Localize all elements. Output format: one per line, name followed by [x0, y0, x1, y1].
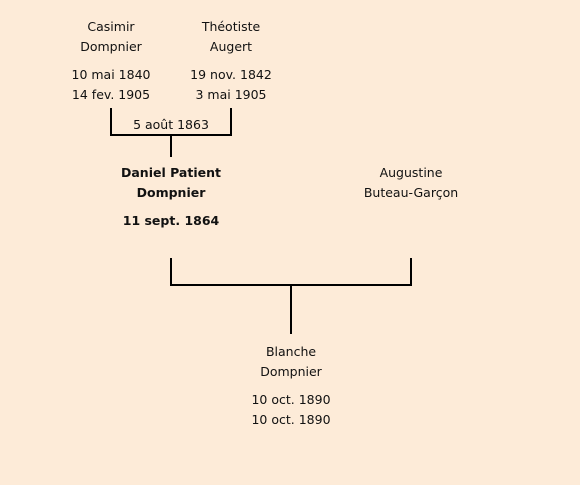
parents-marriage-date: 5 août 1863 [133, 117, 209, 132]
person-mother[interactable]: Théotiste Augert 19 nov. 1842 3 mai 1905 [151, 17, 311, 105]
person-spouse[interactable]: Augustine Buteau-Garçon [331, 163, 491, 203]
mother-birth-date: 19 nov. 1842 [190, 67, 272, 82]
subject-last-name: Dompnier [136, 185, 206, 200]
mother-death-date: 3 mai 1905 [195, 87, 267, 102]
child-first-name: Blanche [265, 344, 317, 359]
person-subject[interactable]: Daniel Patient Dompnier 11 sept. 1864 [91, 163, 251, 231]
child-death-date: 10 oct. 1890 [251, 412, 331, 427]
subject-birth-date: 11 sept. 1864 [122, 213, 220, 228]
child-last-name: Dompnier [260, 364, 322, 379]
spouse-first-name: Augustine [379, 165, 443, 180]
mother-first-name: Théotiste [201, 19, 261, 34]
mother-last-name: Augert [209, 39, 253, 54]
father-death-date: 14 fev. 1905 [71, 87, 151, 102]
person-father[interactable]: Casimir Dompnier 10 mai 1840 14 fev. 190… [31, 17, 191, 105]
father-last-name: Dompnier [80, 39, 142, 54]
child-birth-date: 10 oct. 1890 [251, 392, 331, 407]
father-first-name: Casimir [87, 19, 135, 34]
person-child[interactable]: Blanche Dompnier 10 oct. 1890 10 oct. 18… [211, 342, 371, 430]
father-birth-date: 10 mai 1840 [71, 67, 151, 82]
spouse-last-name: Buteau-Garçon [363, 185, 459, 200]
subject-first-name: Daniel Patient [121, 165, 221, 180]
